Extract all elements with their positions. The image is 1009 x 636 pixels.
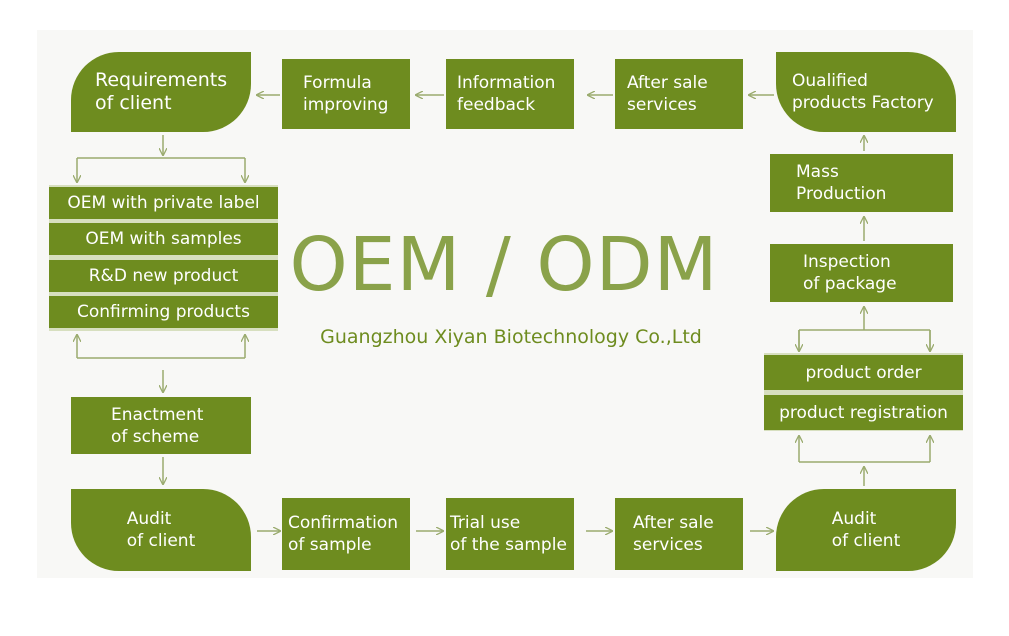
requirements-of-client-box: Requirements of client	[71, 52, 251, 132]
qualified-products-factory-label: Oualified products Factory	[792, 71, 934, 113]
enactment-of-scheme-label: Enactment of scheme	[111, 404, 204, 447]
trial-use-of-sample-label: Trial use of the sample	[450, 513, 567, 555]
option-oem-samples: OEM with samples	[49, 223, 278, 255]
audit-of-client-left-label: Audit of client	[126, 509, 196, 551]
formula-improving-label: Formula improving	[303, 73, 389, 115]
information-feedback-label: Information feedback	[457, 73, 556, 115]
requirements-of-client-label: Requirements of client	[95, 69, 228, 114]
inspection-of-package-label: Inspection of package	[803, 252, 897, 294]
trial-use-of-sample-box: Trial use of the sample	[446, 498, 574, 570]
mass-production-box: Mass Production	[770, 154, 953, 212]
inspection-of-package-box: Inspection of package	[770, 244, 953, 302]
option-product-registration: product registration	[764, 395, 963, 430]
company-name: Guangzhou Xiyan Biotechnology Co.,Ltd	[320, 326, 702, 348]
diagram-title: OEM / ODM	[289, 222, 719, 308]
option-confirming-products: Confirming products	[49, 296, 278, 328]
order-options-group: product order product registration	[764, 353, 963, 431]
after-sale-services-top-label: After sale services	[627, 73, 708, 115]
audit-of-client-right-box: Audit of client	[776, 489, 956, 571]
option-product-order: product order	[764, 355, 963, 390]
option-oem-private-label: OEM with private label	[49, 187, 278, 219]
option-rd-new-product: R&D new product	[49, 260, 278, 292]
audit-of-client-right-label: Audit of client	[831, 509, 901, 551]
information-feedback-box: Information feedback	[446, 59, 574, 129]
oem-options-group: OEM with private label OEM with samples …	[49, 185, 278, 331]
after-sale-services-bottom-box: After sale services	[615, 498, 743, 570]
after-sale-services-top-box: After sale services	[615, 59, 743, 129]
confirmation-of-sample-label: Confirmation of sample	[288, 513, 398, 555]
after-sale-services-bottom-label: After sale services	[633, 513, 714, 555]
formula-improving-box: Formula improving	[282, 59, 410, 129]
enactment-of-scheme-box: Enactment of scheme	[71, 397, 251, 454]
confirmation-of-sample-box: Confirmation of sample	[282, 498, 410, 570]
audit-of-client-left-box: Audit of client	[71, 489, 251, 571]
mass-production-label: Mass Production	[796, 162, 887, 204]
qualified-products-factory-box: Oualified products Factory	[776, 52, 956, 132]
